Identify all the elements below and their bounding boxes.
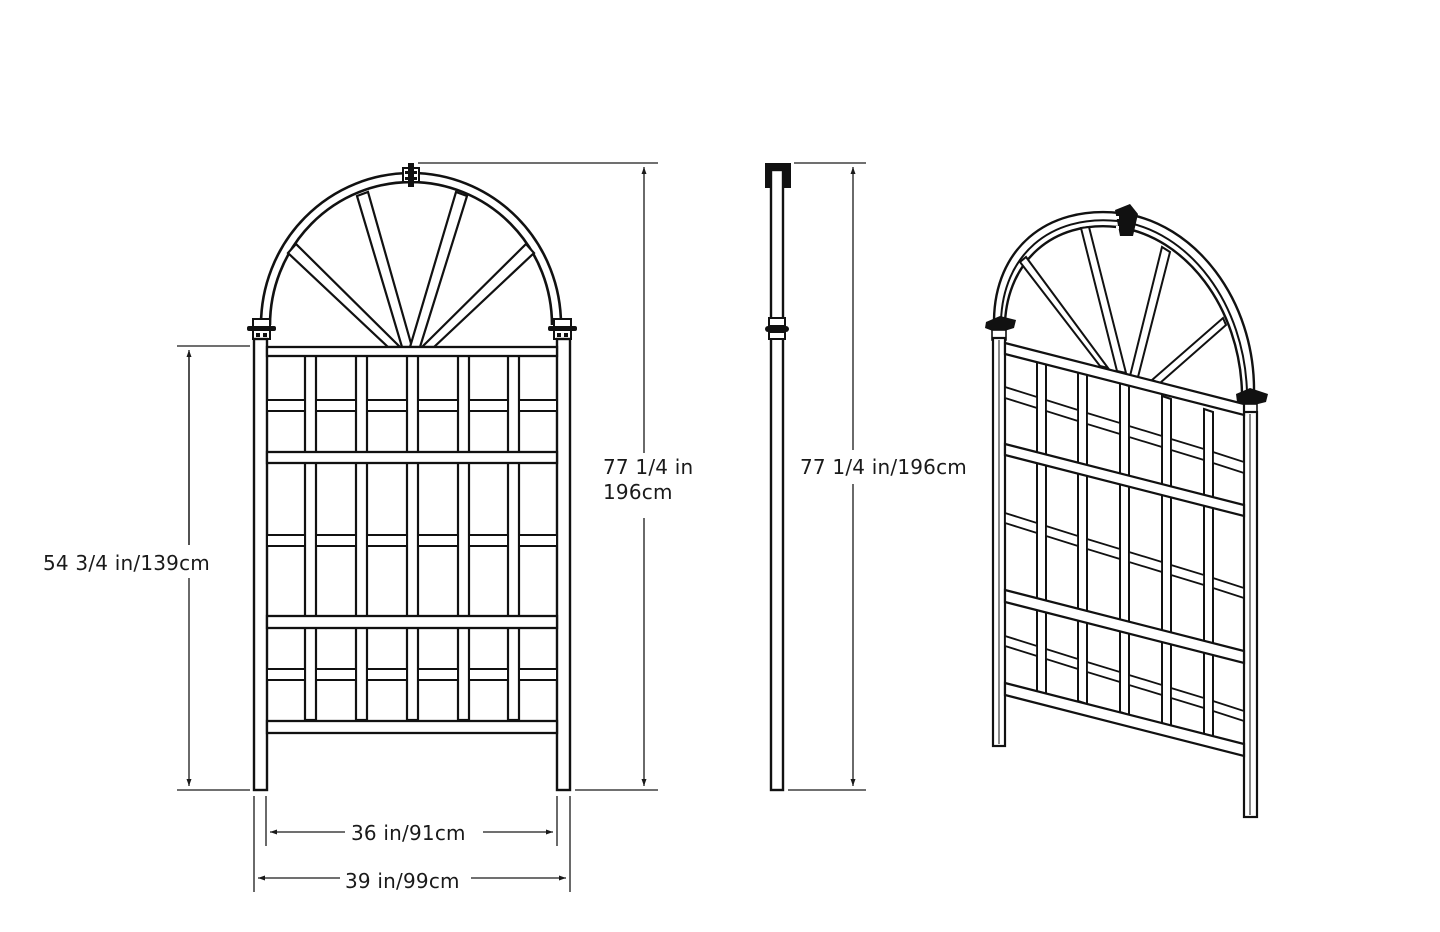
front-right-post-cap (548, 318, 577, 340)
front-full-rails (265, 345, 559, 735)
perspective-full-rails (1003, 341, 1246, 758)
front-arch (247, 163, 577, 349)
dimension-lines (177, 162, 866, 892)
outer-width-label: 39 in/99cm (345, 869, 460, 893)
front-overall-height-line2: 196cm (603, 480, 673, 504)
front-left-post (252, 337, 269, 792)
front-overall-height-line1: 77 1/4 in (603, 455, 694, 479)
front-overall-height-label: 77 1/4 in 196cm (603, 455, 693, 505)
perspective-arch-connector (1115, 204, 1138, 236)
inner-width-label: 36 in/91cm (351, 821, 466, 845)
panel-height-label: 54 3/4 in/139cm (43, 551, 210, 575)
front-arch-top-connector (402, 163, 420, 187)
side-post (769, 168, 785, 792)
perspective-left-post-cap (985, 316, 1016, 341)
front-view (247, 163, 577, 792)
perspective-view (985, 204, 1268, 819)
perspective-short-crossbars (1004, 385, 1245, 723)
front-left-post-cap (247, 318, 276, 340)
front-short-crossbars (266, 399, 558, 681)
side-collar (765, 317, 789, 340)
front-right-post (555, 337, 572, 792)
side-view (765, 163, 791, 792)
side-overall-height-label: 77 1/4 in/196cm (800, 455, 967, 479)
